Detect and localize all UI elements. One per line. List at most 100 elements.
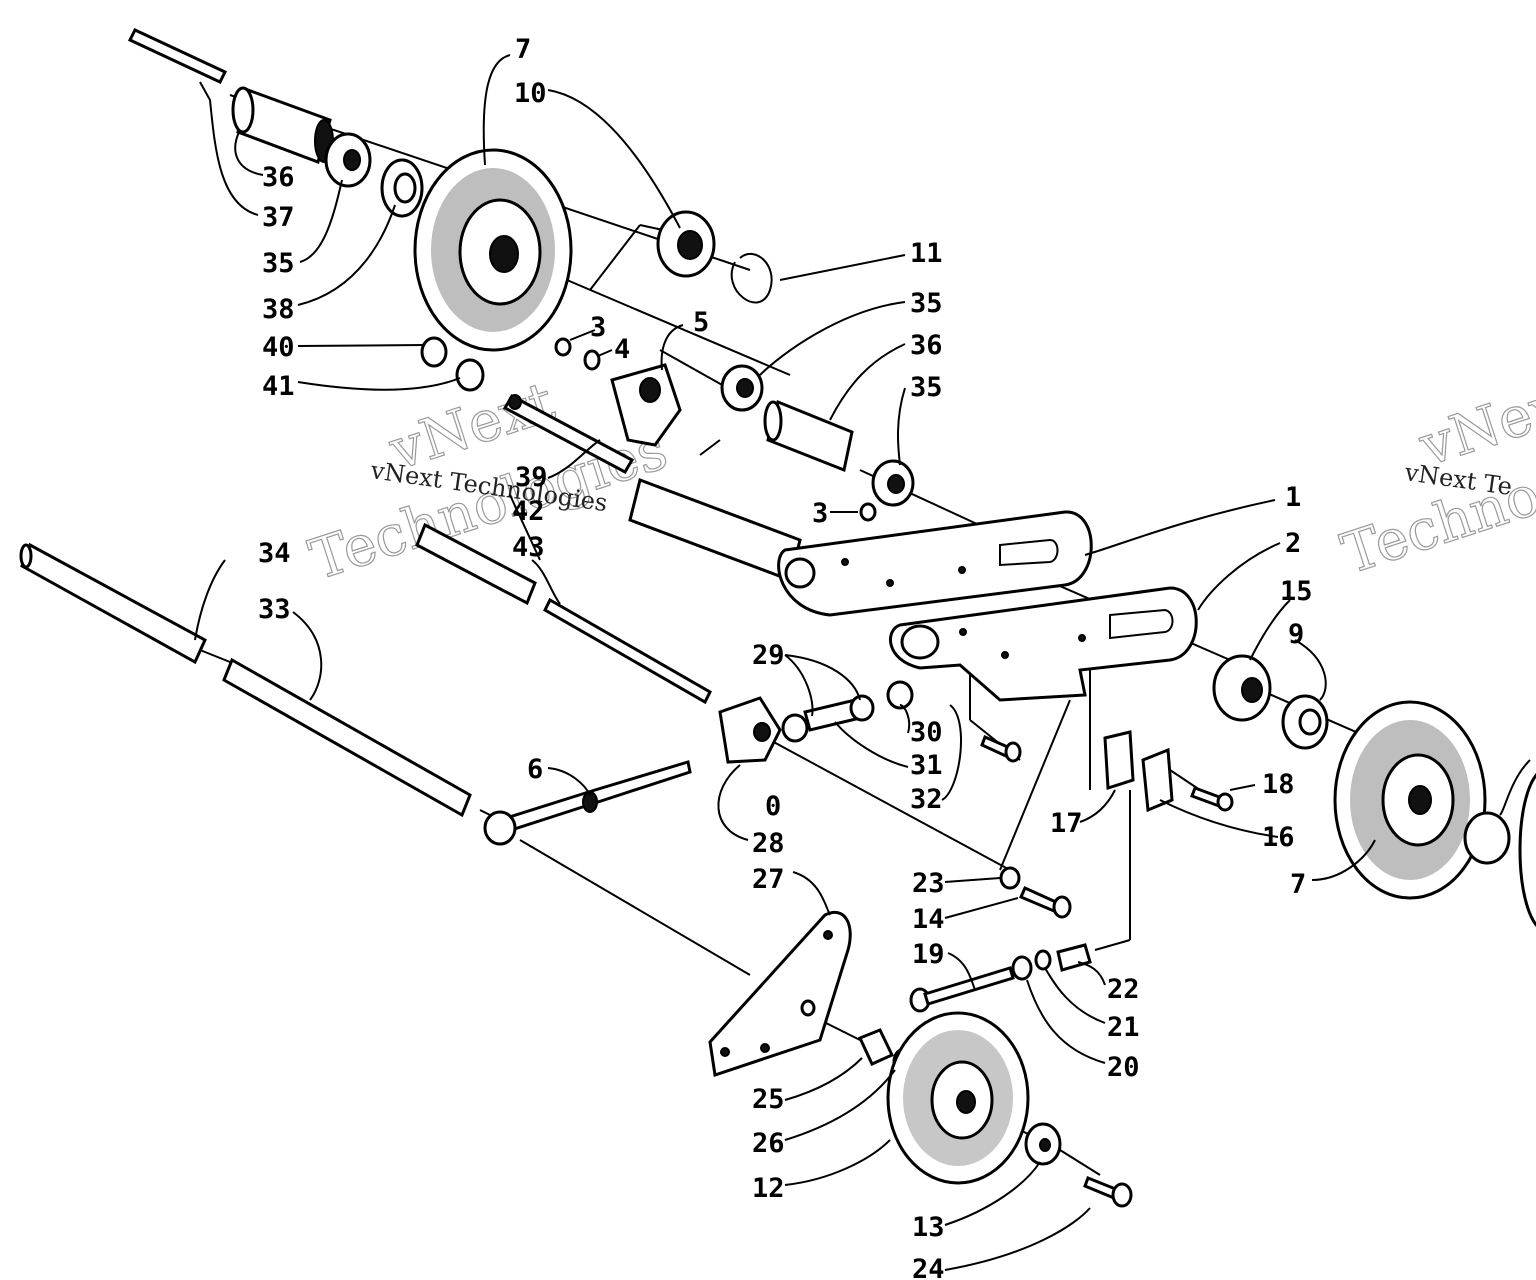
label-17: 17 (1050, 808, 1083, 839)
label-11: 11 (910, 238, 943, 269)
bearing-10 (656, 210, 716, 278)
label-35-low: 35 (910, 372, 943, 403)
label-37: 37 (262, 202, 295, 233)
spacer-25 (857, 1028, 895, 1066)
wheel-7-top (413, 148, 573, 352)
long-shaft-33 (222, 657, 472, 818)
arm-tube (628, 478, 802, 582)
label-43: 43 (512, 532, 545, 563)
label-27: 27 (752, 864, 785, 895)
threaded-rod-6 (483, 760, 692, 846)
label-3-top: 3 (590, 312, 606, 343)
label-4: 4 (614, 334, 630, 365)
label-7-top: 7 (515, 34, 531, 65)
part-labels: 7 10 36 37 35 38 11 35 36 35 3 4 5 40 41… (258, 34, 1313, 1280)
long-shaft-34 (19, 542, 207, 665)
label-36-mid: 36 (910, 330, 943, 361)
label-3-low: 3 (812, 498, 828, 529)
label-38: 38 (262, 294, 295, 325)
bolt-32 (980, 734, 1022, 763)
label-5: 5 (693, 307, 709, 338)
label-13: 13 (912, 1212, 945, 1243)
label-19: 19 (912, 939, 945, 970)
nut-40 (420, 336, 448, 368)
plate-17 (1103, 730, 1135, 791)
label-15: 15 (1280, 576, 1313, 607)
bracket-5 (610, 363, 682, 447)
label-33: 33 (258, 594, 291, 625)
spacer-35-mid (720, 364, 764, 412)
washer-4 (583, 349, 601, 371)
clevis-block-28 (718, 696, 782, 764)
snap-ring-11 (730, 252, 773, 304)
bushing-tube-36-mid (763, 399, 854, 473)
label-18: 18 (1262, 769, 1295, 800)
label-21: 21 (1107, 1012, 1140, 1043)
spacer-22 (1056, 943, 1092, 972)
label-30: 30 (910, 717, 943, 748)
label-39: 39 (515, 462, 548, 493)
label-20: 20 (1107, 1052, 1140, 1083)
bushing-tube-36 (231, 86, 334, 164)
label-14: 14 (912, 904, 945, 935)
washer-29b (849, 694, 875, 722)
bolt-14 (1019, 886, 1072, 919)
label-16: 16 (1262, 822, 1295, 853)
label-26: 26 (752, 1128, 785, 1159)
leader-lines (194, 54, 1531, 1271)
arm-plate-1 (777, 510, 1093, 617)
nut-3-top (554, 337, 572, 357)
bolt-19 (909, 966, 1015, 1013)
label-40: 40 (262, 332, 295, 363)
label-23: 23 (912, 868, 945, 899)
label-32: 32 (910, 784, 943, 815)
label-41: 41 (262, 371, 295, 402)
washer-13 (1024, 1122, 1062, 1166)
nut-20 (1011, 955, 1033, 981)
label-24: 24 (912, 1254, 945, 1280)
arm-plate-2 (888, 586, 1198, 702)
label-2: 2 (1285, 528, 1301, 559)
label-28: 28 (752, 828, 785, 859)
nut-3-low (859, 502, 877, 522)
label-12: 12 (752, 1173, 785, 1204)
screw-18 (1190, 786, 1234, 812)
nut-41 (455, 358, 485, 392)
label-25: 25 (752, 1084, 785, 1115)
pivot-shaft-39 (502, 393, 635, 475)
tube-42 (415, 522, 537, 606)
spacer-35 (324, 132, 372, 188)
label-22: 22 (1107, 974, 1140, 1005)
spacer-right (1463, 811, 1511, 865)
plate-27 (708, 911, 852, 1077)
label-35-mid: 35 (910, 288, 943, 319)
label-10: 10 (514, 78, 547, 109)
label-7-right: 7 (1290, 869, 1306, 900)
label-34: 34 (258, 538, 291, 569)
spacer-35-low (871, 459, 915, 507)
label-1: 1 (1285, 482, 1301, 513)
bolt-24 (1083, 1176, 1133, 1208)
washer-9 (1281, 694, 1329, 750)
nut-30 (886, 680, 914, 710)
label-0: 0 (765, 791, 781, 822)
rod-43 (543, 597, 712, 705)
washer-29 (781, 713, 809, 743)
label-6: 6 (527, 754, 543, 785)
hub-15 (1212, 654, 1272, 722)
label-36-top: 36 (262, 162, 295, 193)
washer-38 (380, 158, 424, 218)
label-29: 29 (752, 640, 785, 671)
washer-21 (1034, 949, 1052, 971)
washer-23 (999, 866, 1021, 890)
wheel-7-right (1333, 700, 1487, 900)
label-35-top: 35 (262, 248, 295, 279)
label-9: 9 (1288, 619, 1304, 650)
label-42: 42 (512, 496, 545, 527)
thin-shaft-top (127, 28, 228, 84)
partial-wheel-right (1518, 773, 1536, 927)
label-31: 31 (910, 750, 943, 781)
wheel-12 (886, 1011, 1030, 1185)
plate-16 (1141, 747, 1174, 813)
